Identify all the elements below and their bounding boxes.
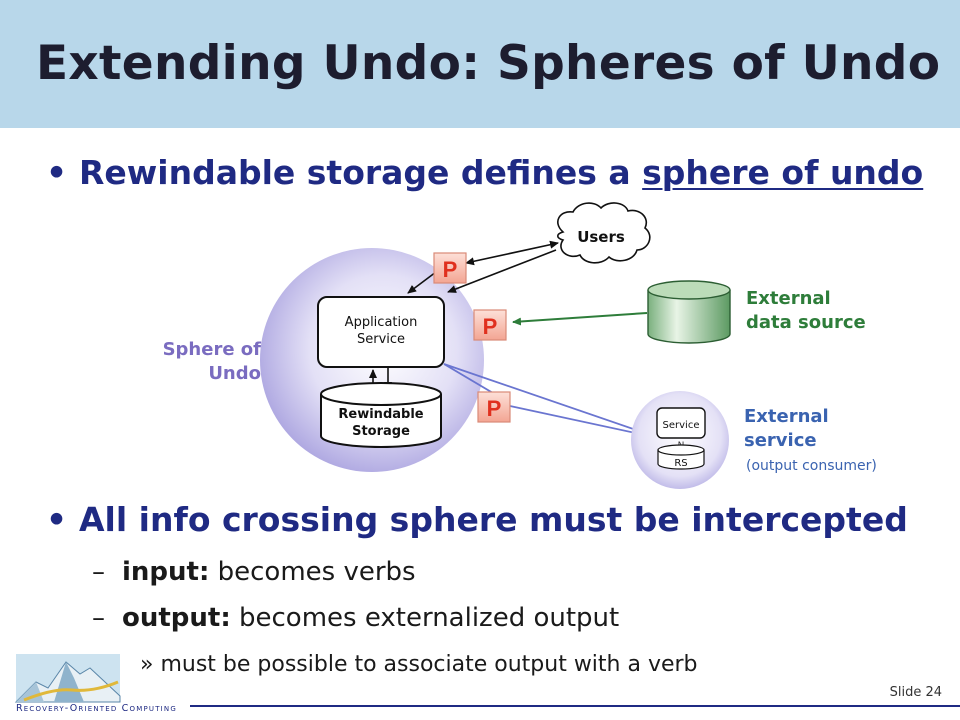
sub-bullet-output: –output: becomes externalized output [92,603,619,633]
external-data-line1: External [746,288,831,309]
dash: – [92,557,105,587]
sphere-label-line2: Undo [208,363,261,384]
mini-storage-label: RS [674,458,687,469]
app-service-line2: Service [357,332,405,347]
input-term: input: [122,557,210,587]
dash: – [92,603,105,633]
application-service-box: Application Service [317,296,445,368]
app-output-arrow [443,363,499,397]
external-service-line2: service [744,430,817,451]
storage-line2: Storage [352,424,410,439]
proxy-label: P [483,314,498,339]
footer-divider [190,705,960,707]
proxy-label: P [443,257,458,282]
external-service-line3: (output consumer) [746,458,877,474]
proxy-users: P [433,252,467,284]
roc-logo-icon [14,652,122,704]
external-data-source-cylinder [647,280,731,344]
logo-text: Recovery-Oriented Computing [16,703,177,714]
slide-title: Extending Undo: Spheres of Undo [36,36,941,91]
proxy-label: P [487,396,502,421]
proxy-output-arrow [509,405,641,435]
external-service-sphere: Service N RS [631,391,729,489]
output-to-service-arrow [443,363,643,434]
storage-line1: Rewindable [338,407,423,422]
bullet-2: • All info crossing sphere must be interc… [46,500,908,539]
external-data-input-arrow [512,312,648,326]
external-service-line1: External [744,406,829,427]
app-service-line1: Application [345,315,418,330]
external-data-line2: data source [746,312,866,333]
sub-sub-bullet: » must be possible to associate output w… [140,652,698,677]
users-proxy-arrow [465,240,559,266]
bullet-2-text: All info crossing sphere must be interce… [79,500,908,539]
sphere-label-line1: Sphere of [163,339,262,360]
output-term: output: [122,603,231,633]
bullet-dot: • [46,500,68,539]
output-description: becomes externalized output [230,603,620,633]
proxy-app-arrow [407,271,437,294]
users-cloud: Users [556,202,651,264]
title-banner [0,0,960,128]
input-description: becomes verbs [209,557,416,587]
proxy-input: P [473,309,507,341]
users-app-arrow [447,249,557,293]
bullet-dot: • [46,153,68,192]
mini-service-label: Service [663,420,700,431]
proxy-output: P [477,391,511,423]
bullet-1: • Rewindable storage defines a sphere of … [46,153,923,192]
sub-bullet-input: –input: becomes verbs [92,557,416,587]
bullet-1-text: Rewindable storage defines a [79,153,643,192]
users-label: Users [577,228,625,246]
sphere-of-undo-link[interactable]: sphere of undo [642,153,924,192]
mini-service-box [656,407,706,439]
rewindable-storage-cylinder: Rewindable Storage [320,382,442,448]
slide-number: Slide 24 [889,685,942,700]
